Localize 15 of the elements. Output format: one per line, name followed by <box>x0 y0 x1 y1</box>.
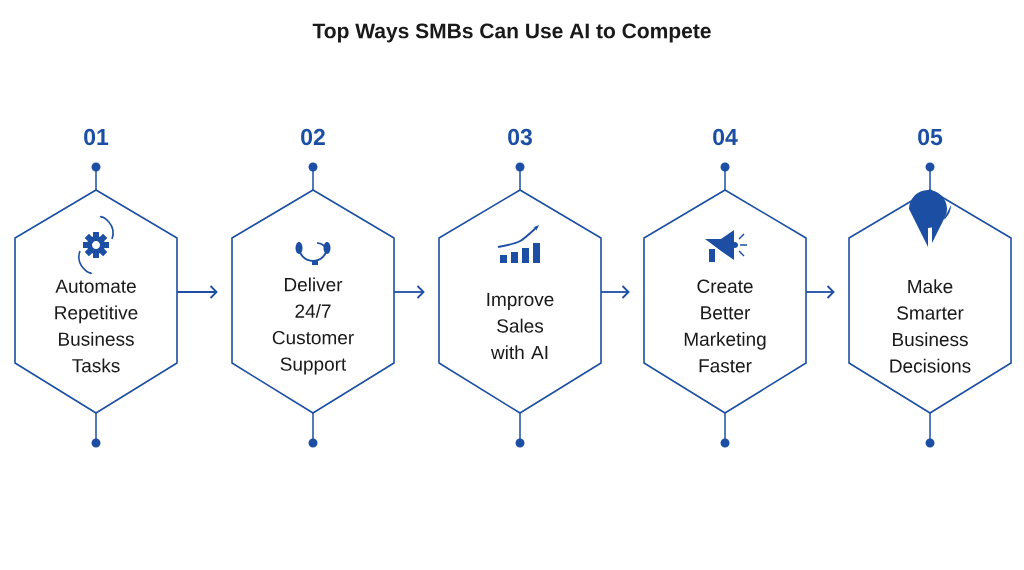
arrow <box>176 285 218 299</box>
hexagon-step: Create Better Marketing Faster <box>643 189 807 414</box>
step-number: 01 <box>84 128 109 146</box>
step-number: 02 <box>301 128 325 146</box>
hexagon-step: Make Smarter Business Decisions <box>848 189 1012 414</box>
step-number: 03 <box>508 128 532 146</box>
hexagon-step: Improve Sales with AI <box>438 189 602 414</box>
step-number: 04 <box>713 128 738 146</box>
title: Top Ways SMBs Can Use AI to Compete <box>312 23 711 43</box>
step-number: 05 <box>918 128 943 146</box>
arrow <box>393 285 425 299</box>
hexagon-step: Automate Repetitive Business Tasks <box>14 189 178 414</box>
hexagon-step: Deliver 24/7 Customer Support <box>231 189 395 414</box>
arrow <box>600 285 630 299</box>
arrow <box>805 285 835 299</box>
